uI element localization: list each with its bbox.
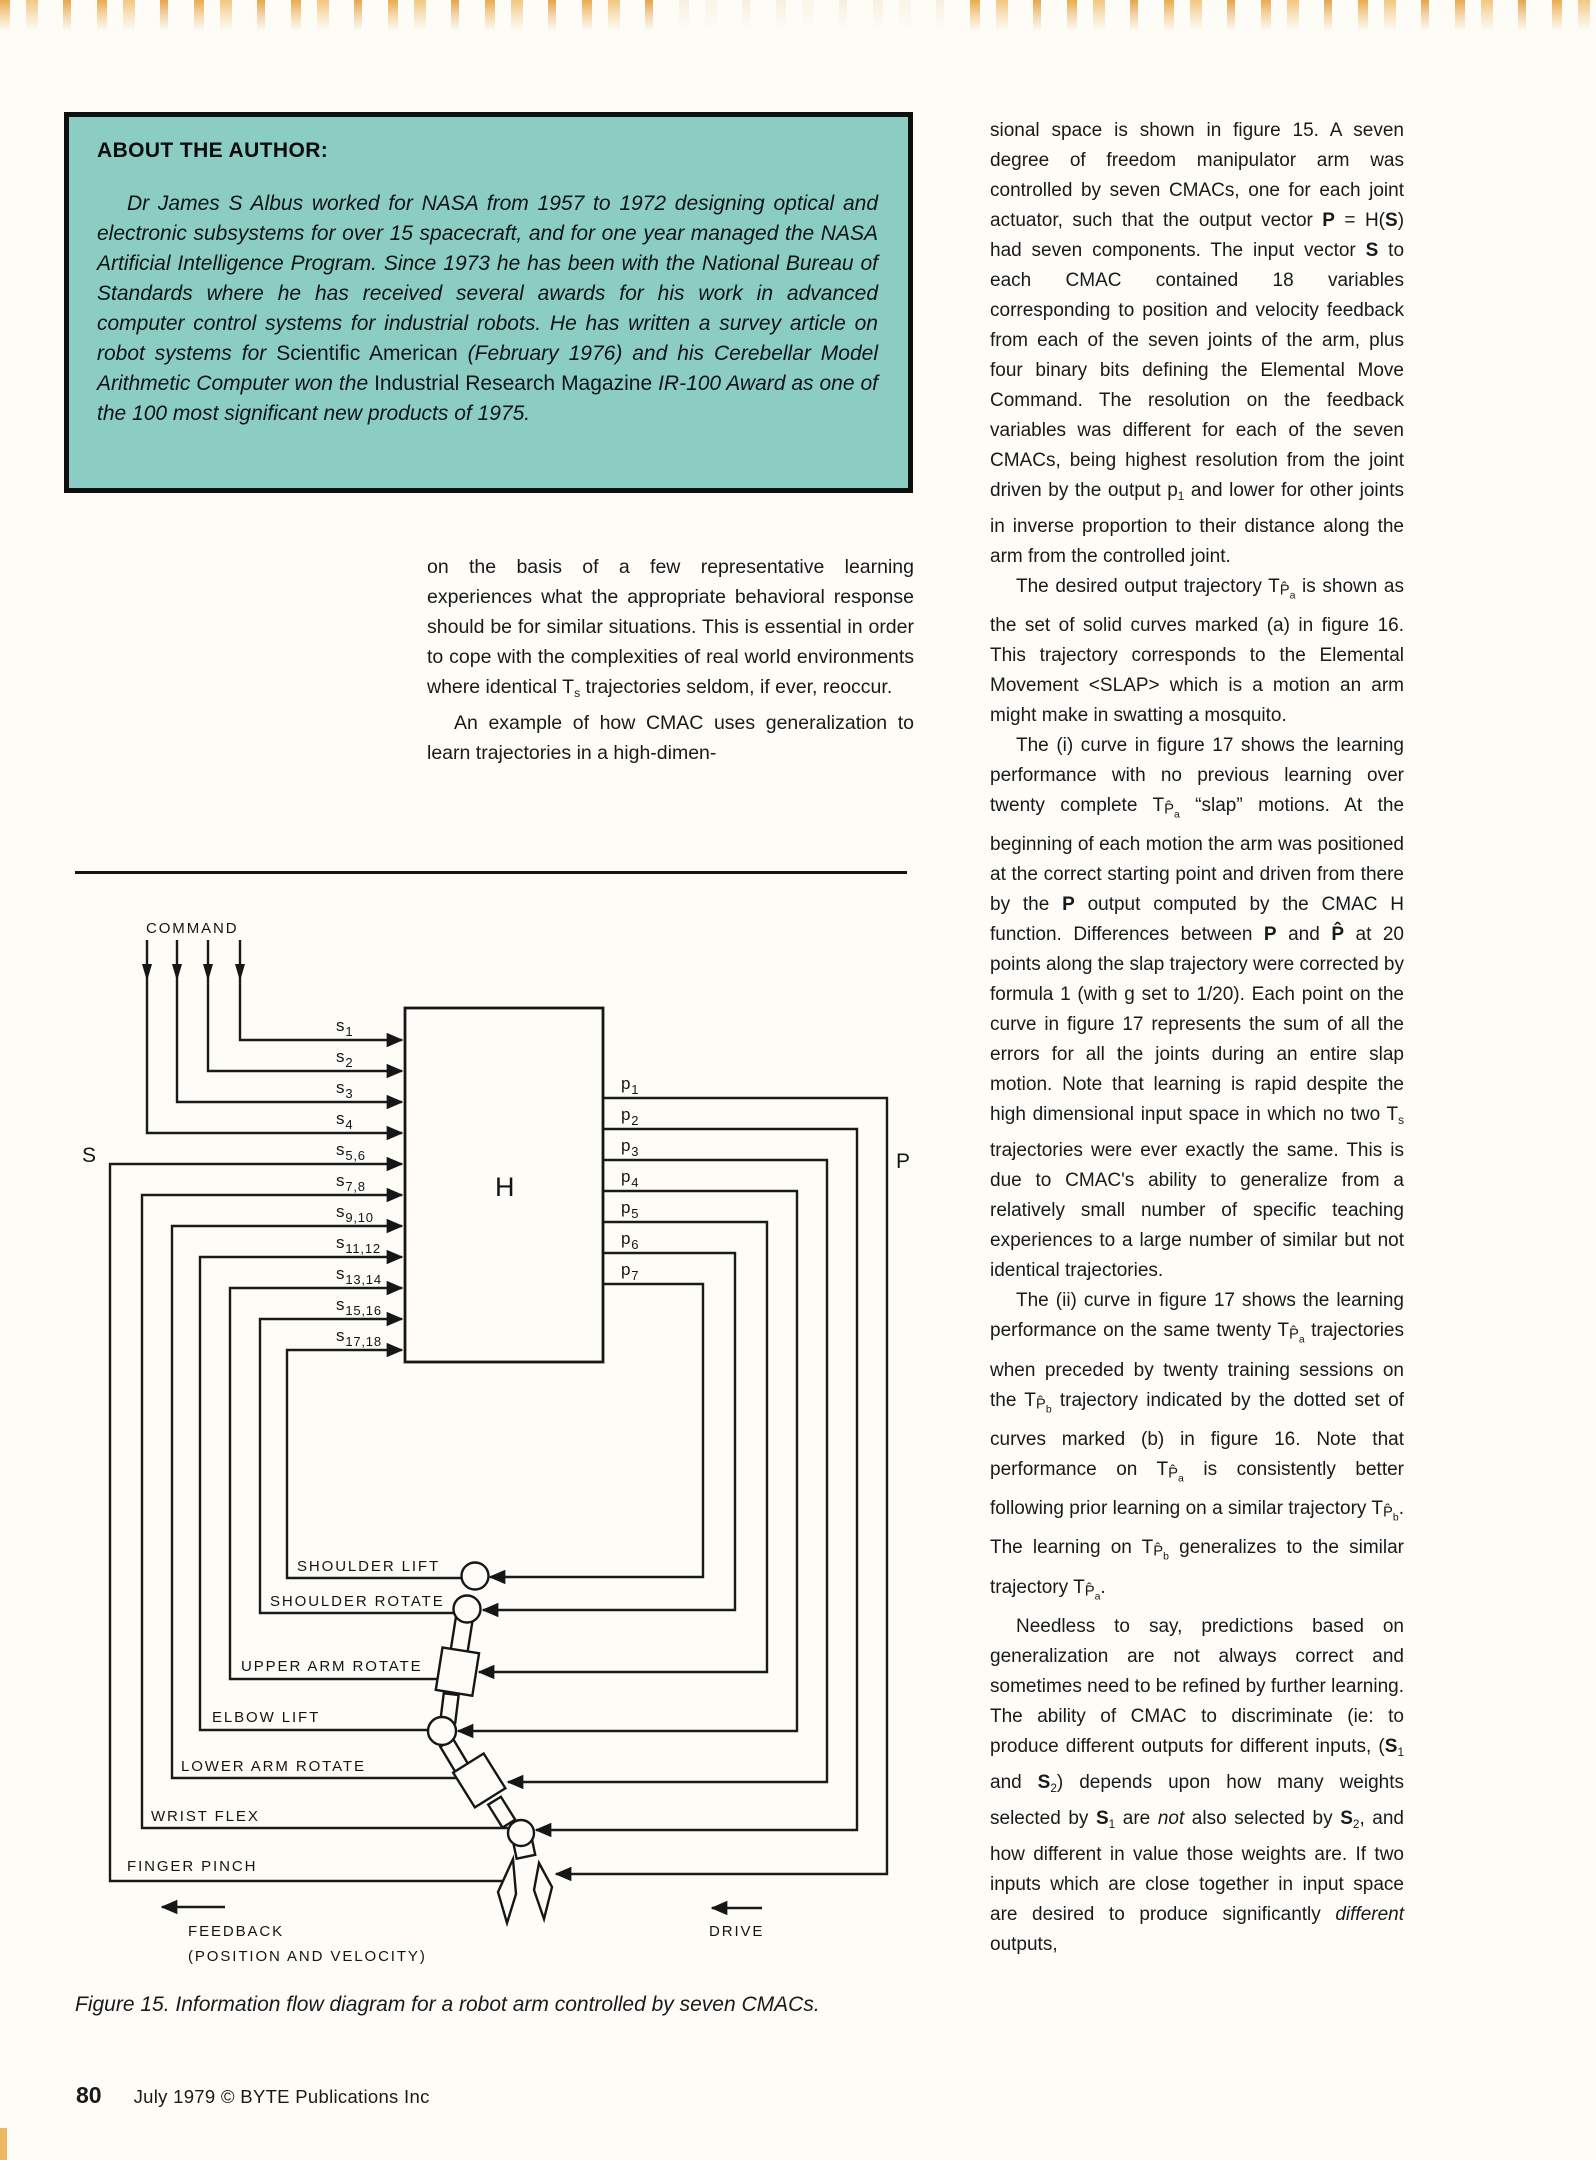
publication-credit: July 1979 © BYTE Publications Inc bbox=[133, 2086, 430, 2107]
cmac-h-box bbox=[403, 1006, 605, 1364]
command-arrowheads bbox=[142, 964, 245, 981]
svg-text:s2: s2 bbox=[336, 1047, 353, 1070]
feedback-wire-finger-pinch bbox=[108, 1156, 505, 1883]
drive-wire-p1 bbox=[554, 1096, 889, 1882]
wrist-flex-joint bbox=[506, 1818, 536, 1848]
feedback-label: FEEDBACK bbox=[188, 1923, 284, 1940]
svg-text:s3: s3 bbox=[336, 1078, 353, 1101]
command-wire-s3 bbox=[175, 940, 404, 1110]
elbow-lift-joint bbox=[426, 1715, 458, 1747]
command-wire-s1 bbox=[238, 940, 404, 1048]
gripper-right-claw bbox=[532, 1859, 554, 1924]
svg-text:p2: p2 bbox=[621, 1105, 639, 1128]
output-bus-label: P bbox=[896, 1150, 910, 1173]
svg-text:s17,18: s17,18 bbox=[336, 1326, 382, 1349]
drive-wire-p7 bbox=[488, 1282, 705, 1585]
svg-text:p7: p7 bbox=[621, 1260, 639, 1283]
page-footer: 80 July 1979 © BYTE Publications Inc bbox=[76, 2082, 430, 2109]
right-column-paragraph: The desired output trajectory TP̂a is sh… bbox=[990, 575, 1404, 727]
figure-15-diagram: H COMMAND S P s1 s2 s3 s4 s5,6 s7 bbox=[82, 920, 910, 1965]
svg-text:p4: p4 bbox=[621, 1167, 639, 1190]
label-lower-arm-rotate: LOWER ARM ROTATE bbox=[181, 1758, 366, 1775]
input-bus-label: S bbox=[82, 1144, 96, 1167]
feedback-sublabel: (POSITION AND VELOCITY) bbox=[188, 1948, 427, 1965]
label-finger-pinch: FINGER PINCH bbox=[127, 1858, 257, 1875]
h-box-label: H bbox=[495, 1172, 515, 1202]
svg-text:s11,12: s11,12 bbox=[336, 1233, 381, 1256]
left-column-paragraph: on the basis of a few representative lea… bbox=[427, 556, 914, 700]
author-box-heading: ABOUT THE AUTHOR: bbox=[97, 139, 329, 162]
svg-text:s1: s1 bbox=[336, 1016, 353, 1039]
gripper-left-claw bbox=[496, 1854, 518, 1928]
feedback-wire-upper-arm-rotate bbox=[228, 1280, 440, 1681]
scan-edge-gap bbox=[660, 0, 960, 34]
robot-arm bbox=[426, 1561, 554, 1928]
svg-text:s4: s4 bbox=[336, 1109, 353, 1132]
drive-wire-p3 bbox=[506, 1158, 829, 1790]
author-box-body: Dr James S Albus worked for NASA from 19… bbox=[97, 192, 879, 425]
drive-wire-p2 bbox=[534, 1127, 859, 1838]
drive-wire-p4 bbox=[456, 1189, 799, 1739]
svg-text:p6: p6 bbox=[621, 1229, 639, 1252]
label-upper-arm-rotate: UPPER ARM ROTATE bbox=[241, 1658, 423, 1675]
label-wrist-flex: WRIST FLEX bbox=[151, 1808, 260, 1825]
shoulder-rotate-joint bbox=[452, 1594, 482, 1624]
svg-text:s5,6: s5,6 bbox=[336, 1140, 366, 1163]
command-wire-s2 bbox=[206, 940, 404, 1079]
label-shoulder-rotate: SHOULDER ROTATE bbox=[270, 1593, 445, 1610]
svg-text:s7,8: s7,8 bbox=[336, 1171, 366, 1194]
shoulder-lift-joint bbox=[460, 1561, 490, 1591]
scan-edge-smudge bbox=[0, 2128, 7, 2160]
right-column-paragraph: sional space is shown in figure 15. A se… bbox=[990, 120, 1405, 567]
joint-labels: SHOULDER LIFT SHOULDER ROTATE UPPER ARM … bbox=[127, 1558, 445, 1875]
lower-arm-rotate-joint bbox=[451, 1751, 508, 1810]
svg-text:s15,16: s15,16 bbox=[336, 1295, 382, 1318]
svg-text:s13,14: s13,14 bbox=[336, 1264, 382, 1287]
command-label: COMMAND bbox=[146, 920, 238, 937]
right-column-text: sional space is shown in figure 15. A se… bbox=[990, 116, 1404, 1960]
command-wire-s4 bbox=[145, 940, 404, 1141]
feedback-wire-shoulder-rotate bbox=[258, 1311, 455, 1615]
right-column-paragraph: The (i) curve in figure 17 shows the lea… bbox=[990, 735, 1405, 1282]
feedback-wire-wrist-flex bbox=[140, 1187, 508, 1830]
right-column-paragraph: Needless to say, predictions based on ge… bbox=[990, 1615, 1405, 1955]
arm-link bbox=[486, 1795, 517, 1830]
drive-label: DRIVE bbox=[709, 1923, 764, 1940]
left-column-text: on the basis of a few representative lea… bbox=[427, 552, 914, 768]
feedback-wire-elbow-lift bbox=[198, 1249, 428, 1732]
drive-wire-p5 bbox=[477, 1220, 769, 1680]
right-column-paragraph: The (ii) curve in figure 17 shows the le… bbox=[990, 1290, 1405, 1602]
svg-text:p5: p5 bbox=[621, 1198, 639, 1221]
svg-text:p1: p1 bbox=[621, 1074, 639, 1097]
upper-arm-rotate-joint bbox=[434, 1646, 481, 1698]
figure-caption: Figure 15. Information flow diagram for … bbox=[75, 1993, 820, 2016]
page-number: 80 bbox=[76, 2082, 102, 2108]
figure-wiring bbox=[108, 940, 889, 1916]
feedback-wire-lower-arm-rotate bbox=[170, 1218, 460, 1780]
drive-wire-p6 bbox=[481, 1251, 737, 1618]
left-column-paragraph: An example of how CMAC uses generalizati… bbox=[427, 711, 914, 764]
figure-divider-rule bbox=[75, 871, 907, 874]
output-labels: p1 p2 p3 p4 p5 p6 p7 bbox=[621, 1074, 639, 1283]
label-elbow-lift: ELBOW LIFT bbox=[212, 1709, 320, 1726]
input-labels: s1 s2 s3 s4 s5,6 s7,8 s9,10 s11,12 s13,1… bbox=[336, 1016, 382, 1349]
svg-text:s9,10: s9,10 bbox=[336, 1202, 374, 1225]
about-the-author-box: ABOUT THE AUTHOR: Dr James S Albus worke… bbox=[64, 112, 913, 493]
label-shoulder-lift: SHOULDER LIFT bbox=[297, 1558, 440, 1575]
feedback-wire-shoulder-lift bbox=[285, 1342, 462, 1580]
svg-text:p3: p3 bbox=[621, 1136, 639, 1159]
